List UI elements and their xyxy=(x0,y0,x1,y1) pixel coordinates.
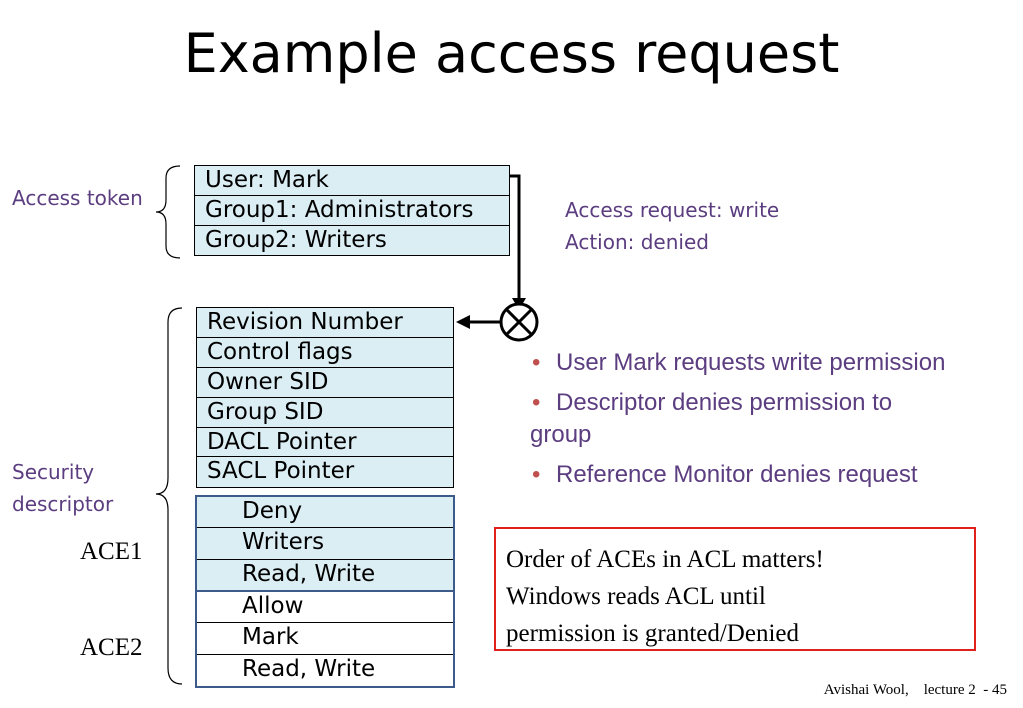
ace1-label: ACE1 xyxy=(80,538,143,565)
security-descriptor-brace xyxy=(155,307,183,685)
bullet-text: User Mark requests write permission xyxy=(556,349,946,376)
ace1-row: Read, Write xyxy=(197,559,453,592)
bullet-marker: • xyxy=(532,349,541,376)
ace2-row: Read, Write xyxy=(197,654,453,687)
descriptor-row: SACL Pointer xyxy=(196,456,454,488)
ace1-table: Deny Writers Read, Write xyxy=(195,495,455,594)
token-row: Group2: Writers xyxy=(194,224,510,257)
security-descriptor-label-2: descriptor xyxy=(12,492,114,516)
action-text: Action: denied xyxy=(565,230,709,254)
descriptor-row: Revision Number xyxy=(196,307,454,339)
access-token-brace xyxy=(155,165,181,259)
access-token-table: User: Mark Group1: Administrators Group2… xyxy=(194,165,510,257)
note-line: permission is granted/Denied xyxy=(506,620,799,647)
security-descriptor-table: Revision Number Control flags Owner SID … xyxy=(196,307,454,488)
ace2-row: Allow xyxy=(197,592,453,624)
check-operator-icon xyxy=(499,302,539,342)
bullet-text-continued: group xyxy=(530,421,592,448)
descriptor-row: DACL Pointer xyxy=(196,426,454,458)
token-to-check-line xyxy=(509,174,521,300)
slide-title: Example access request xyxy=(183,22,840,85)
token-row: Group1: Administrators xyxy=(194,194,510,227)
note-box: Order of ACEs in ACL matters! Windows re… xyxy=(494,527,976,651)
token-row: User: Mark xyxy=(194,165,510,197)
note-line: Order of ACEs in ACL matters! xyxy=(506,546,824,573)
bullet-item: • Reference Monitor denies request xyxy=(530,459,1010,491)
access-request-text: Access request: write xyxy=(565,198,780,222)
descriptor-row: Control flags xyxy=(196,336,454,369)
descriptor-row: Owner SID xyxy=(196,366,454,399)
ace2-label: ACE2 xyxy=(80,634,143,661)
bullet-text: Descriptor denies permission to xyxy=(556,389,893,416)
slide-footer: Avishai Wool, lecture 2 - 45 xyxy=(823,682,1007,698)
left-arrowhead xyxy=(456,315,470,329)
descriptor-row: Group SID xyxy=(196,396,454,429)
ace2-row: Mark xyxy=(197,623,453,655)
ace1-row: Deny xyxy=(197,497,453,529)
bullet-text: Reference Monitor denies request xyxy=(556,461,918,488)
bullet-marker: • xyxy=(532,389,541,416)
bullet-list: • User Mark requests write permission • … xyxy=(530,347,1010,499)
note-line: Windows reads ACL until xyxy=(506,583,766,610)
bullet-marker: • xyxy=(532,461,541,488)
bullet-item: • Descriptor denies permission to group xyxy=(530,387,1010,451)
bullet-item: • User Mark requests write permission xyxy=(530,347,1010,379)
security-descriptor-label-1: Security xyxy=(12,460,95,484)
ace1-row: Writers xyxy=(197,528,453,560)
access-token-label: Access token xyxy=(12,186,143,210)
ace2-table: Allow Mark Read, Write xyxy=(195,590,455,689)
